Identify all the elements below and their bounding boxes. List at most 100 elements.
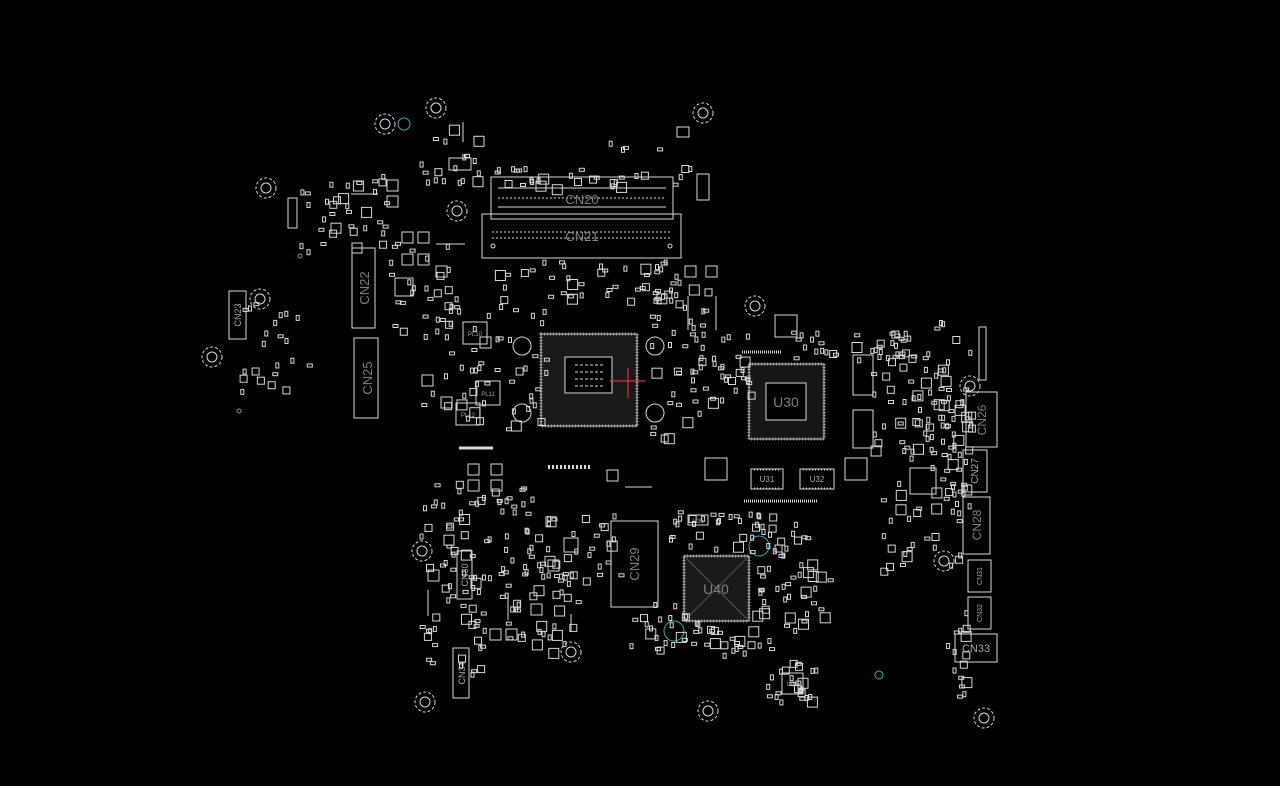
- smd-component[interactable]: [566, 293, 578, 305]
- smd-component[interactable]: [793, 356, 800, 361]
- smd-component[interactable]: [872, 431, 877, 438]
- smd-component[interactable]: [381, 230, 386, 237]
- smd-component[interactable]: [530, 179, 535, 185]
- smd-component[interactable]: [486, 312, 491, 319]
- smd-component[interactable]: [784, 623, 790, 628]
- smd-component[interactable]: [645, 628, 657, 640]
- smd-component[interactable]: [566, 275, 571, 282]
- smd-component[interactable]: [278, 312, 283, 319]
- smd-component[interactable]: [717, 366, 724, 371]
- smd-component[interactable]: [474, 381, 479, 388]
- smd-component[interactable]: [446, 522, 455, 531]
- smd-component[interactable]: [692, 520, 696, 527]
- smd-component[interactable]: [799, 332, 804, 339]
- connector-cn32[interactable]: CN32: [967, 596, 992, 630]
- smd-component[interactable]: [711, 355, 716, 362]
- smd-component[interactable]: [810, 336, 815, 343]
- smd-component[interactable]: [953, 434, 965, 446]
- smd-component[interactable]: [459, 662, 463, 669]
- smd-component[interactable]: [931, 487, 943, 499]
- smd-component[interactable]: [937, 364, 949, 376]
- smd-component[interactable]: [785, 582, 792, 587]
- smd-component[interactable]: [473, 367, 478, 374]
- smd-component[interactable]: [477, 365, 482, 372]
- smd-component[interactable]: [691, 324, 696, 331]
- smd-component[interactable]: [589, 546, 596, 551]
- smd-component[interactable]: [801, 594, 807, 599]
- mounting-hole[interactable]: [414, 691, 436, 713]
- smd-component[interactable]: [473, 623, 480, 628]
- smd-component[interactable]: [709, 628, 716, 633]
- smd-component[interactable]: [657, 147, 664, 152]
- smd-component[interactable]: [689, 332, 696, 337]
- smd-component[interactable]: [913, 509, 922, 517]
- smd-component[interactable]: [676, 371, 683, 375]
- smd-component[interactable]: [422, 314, 429, 319]
- smd-component[interactable]: [894, 333, 901, 338]
- smd-component[interactable]: [507, 636, 514, 641]
- smd-component[interactable]: [657, 298, 662, 305]
- smd-component[interactable]: [525, 511, 532, 516]
- smd-component[interactable]: [964, 416, 971, 421]
- smd-component[interactable]: [768, 531, 772, 538]
- smd-component[interactable]: [663, 640, 668, 647]
- smd-component[interactable]: [956, 519, 963, 524]
- smd-component[interactable]: [476, 170, 481, 177]
- smd-component[interactable]: [694, 620, 699, 627]
- smd-component[interactable]: [734, 646, 739, 652]
- smd-component[interactable]: [926, 416, 931, 423]
- smd-component[interactable]: [542, 259, 547, 266]
- smd-component[interactable]: [747, 641, 756, 650]
- pad-component[interactable]: [530, 603, 543, 616]
- pad-component[interactable]: [440, 396, 453, 409]
- mounting-hole[interactable]: [560, 641, 582, 663]
- smd-component[interactable]: [542, 308, 547, 315]
- smd-component[interactable]: [569, 623, 578, 632]
- smd-component[interactable]: [508, 336, 512, 343]
- smd-component[interactable]: [774, 694, 779, 700]
- smd-component[interactable]: [934, 326, 941, 331]
- pad-component[interactable]: [386, 179, 399, 192]
- smd-component[interactable]: [432, 613, 441, 622]
- smd-component[interactable]: [574, 548, 579, 555]
- pad-component[interactable]: [479, 336, 492, 349]
- smd-component[interactable]: [284, 338, 289, 344]
- smd-component[interactable]: [650, 431, 657, 436]
- mounting-hole[interactable]: [255, 177, 277, 199]
- smd-component[interactable]: [356, 181, 363, 185]
- smd-component[interactable]: [611, 536, 616, 543]
- smd-component[interactable]: [373, 188, 377, 195]
- smd-component[interactable]: [939, 320, 943, 326]
- smd-component[interactable]: [903, 330, 908, 337]
- smd-component[interactable]: [894, 342, 898, 349]
- smd-component[interactable]: [938, 414, 943, 421]
- smd-component[interactable]: [568, 172, 573, 179]
- smd-component[interactable]: [460, 531, 469, 540]
- smd-component[interactable]: [378, 178, 387, 187]
- smd-component[interactable]: [790, 575, 797, 580]
- smd-component[interactable]: [748, 511, 753, 518]
- smd-component[interactable]: [433, 177, 438, 184]
- pad-component[interactable]: [401, 253, 414, 266]
- smd-component[interactable]: [735, 368, 744, 377]
- smd-component[interactable]: [901, 551, 913, 563]
- connector-cn30[interactable]: CN30: [456, 550, 473, 600]
- smd-component[interactable]: [807, 559, 819, 571]
- smd-component[interactable]: [709, 638, 721, 650]
- smd-component[interactable]: [969, 422, 974, 429]
- smd-component[interactable]: [469, 407, 481, 419]
- smd-component[interactable]: [888, 517, 893, 524]
- smd-component[interactable]: [781, 666, 790, 675]
- pad-component[interactable]: [505, 628, 518, 641]
- smd-component[interactable]: [703, 308, 710, 313]
- connector-cn21[interactable]: CN21: [481, 213, 682, 259]
- smd-component[interactable]: [930, 465, 935, 472]
- smd-component[interactable]: [540, 320, 545, 327]
- smd-component[interactable]: [908, 379, 915, 384]
- smd-component[interactable]: [454, 305, 461, 310]
- smd-component[interactable]: [946, 643, 951, 649]
- smd-component[interactable]: [546, 546, 551, 553]
- smd-component[interactable]: [739, 356, 751, 368]
- smd-component[interactable]: [500, 296, 509, 305]
- smd-component[interactable]: [499, 304, 504, 310]
